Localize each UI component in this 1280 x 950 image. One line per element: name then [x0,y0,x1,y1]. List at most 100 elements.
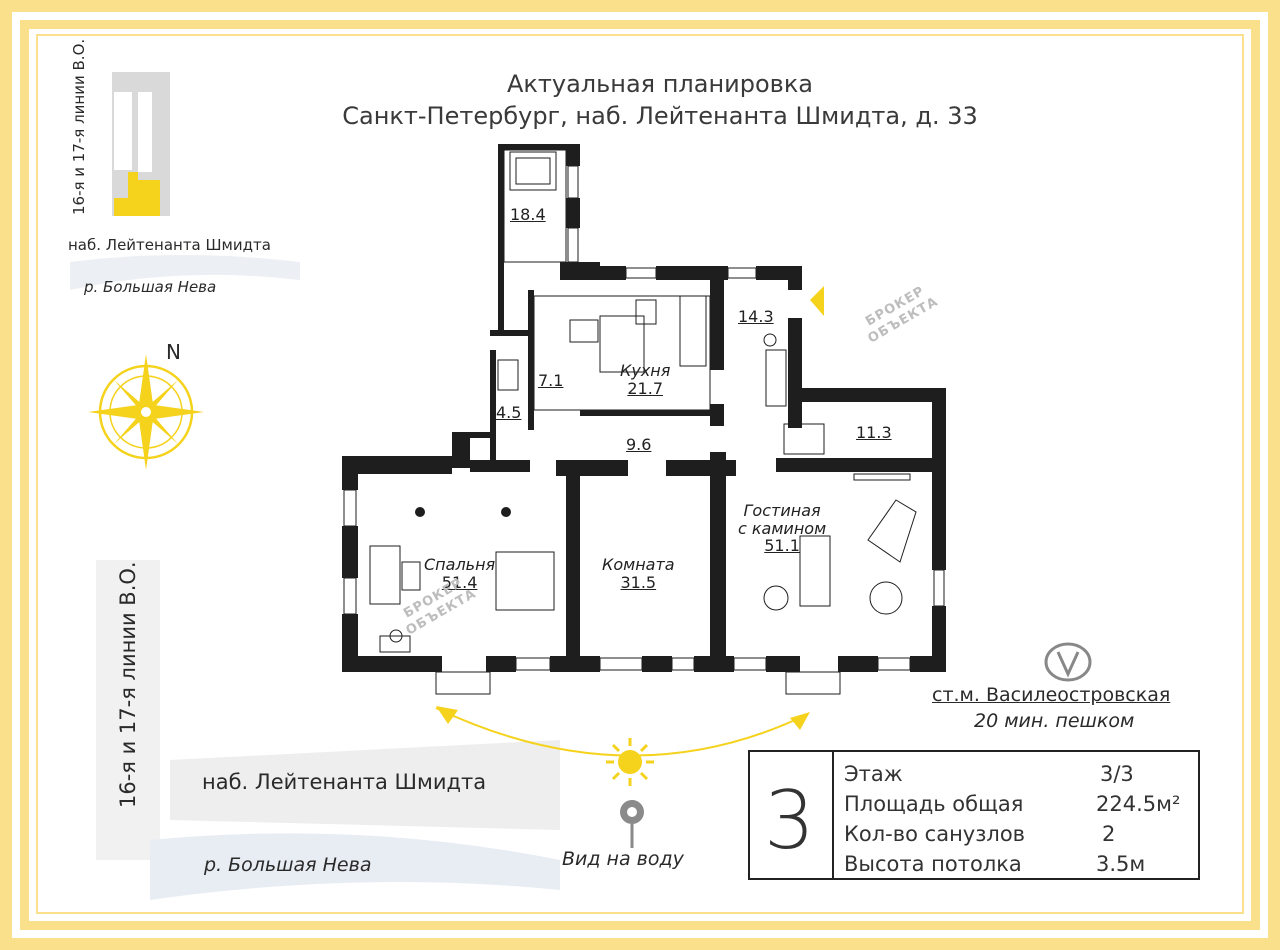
rooms-count: 3 [764,774,815,867]
room-outline [503,149,567,263]
wall-segment [528,290,534,430]
room-area-bathroom: 18.4 [510,206,546,224]
inset-embankment-label: наб. Лейтенанта Шмидта [68,236,271,254]
kitchen-area [533,295,711,411]
room-area-passage: 9.6 [626,436,651,454]
bottom-map [96,560,560,900]
balcony [785,671,841,695]
sun-icon [606,738,654,786]
inset-courtyard [138,92,152,172]
column-dot [501,507,511,517]
kitchen-table [599,315,645,373]
sun-arc [435,706,810,848]
shower-tray-inner [515,157,551,185]
wall-segment [600,266,626,280]
area-value: 31.5 [620,572,657,592]
wall-segment [710,404,724,426]
window [933,569,945,607]
river-band [150,833,560,900]
room-area-corridor: 7.1 [538,372,563,390]
spec-value-bathrooms: 2 [1102,822,1116,846]
area-value: 11.3 [856,423,892,442]
chair-round [389,629,403,643]
plan-windows [343,149,945,695]
title-line-1: Актуальная планировка [506,70,814,98]
wall-segment [452,432,470,468]
metro-walk-time: 20 мин. пешком [974,710,1135,732]
window [733,657,767,671]
spec-label-ceiling: Высота потолка [844,852,1022,876]
wall-segment [656,266,700,280]
area-value: 51.4 [441,572,478,592]
wall-segment [452,432,492,438]
room-area-small-bath: 4.5 [496,404,521,422]
embankment-band [170,740,560,830]
room-name-line2: с камином [738,518,827,538]
bottom-embankment-label: наб. Лейтенанта Шмидта [202,770,487,794]
room-name: Кухня [620,361,671,380]
arc-arrow-left [436,706,458,724]
area-value: 4.5 [496,403,522,422]
wall-segment [700,266,728,280]
wall-segment [470,460,530,472]
piano [867,499,917,563]
metro-icon [1044,642,1092,682]
wall-segment [498,144,504,330]
stairs [783,423,825,455]
specs-box: 3 Этаж 3/3 Площадь общая 224.5м² Кол-во … [748,750,1200,880]
inset-courtyard-2 [114,92,132,170]
wall-segment [642,656,672,672]
wall-segment [412,656,442,672]
plan-furniture-circles [389,333,903,643]
title-line-2: Санкт-Петербург, наб. Лейтенанта Шмидта,… [342,102,978,130]
window [877,657,911,671]
wall-segment [342,526,358,578]
wall-segment [838,656,878,672]
window [625,267,657,279]
window [727,267,757,279]
area-value: 51.1 [764,536,800,556]
spec-value-area: 224.5м² [1096,792,1181,816]
wall-segment [560,262,600,280]
wall-segment [490,330,530,336]
wall-segment [788,266,802,290]
wall-segment [776,458,932,472]
spec-value-floor: 3/3 [1100,762,1134,786]
wall-segment [566,198,580,228]
metro-station: ст.м. Василеостровская [932,684,1171,706]
wall-segment [766,656,800,672]
chair [635,299,657,325]
wall-segment [342,456,452,474]
wall-segment [800,388,946,402]
spec-label-area: Площадь общая [844,792,1024,816]
inset-apartment-marker [114,172,160,216]
view-label: Вид на воду [562,848,684,870]
entrance-arrow-icon [810,286,824,316]
bathtub [497,359,519,391]
window [343,577,357,615]
room-area-hall: 14.3 [738,308,774,326]
area-value: 14.3 [738,307,774,326]
spec-value-ceiling: 3.5м [1096,852,1146,876]
wall-segment [932,388,946,668]
hall-bench [765,349,787,407]
wall-segment [710,280,724,370]
spec-label-floor: Этаж [844,762,903,786]
sofa [679,295,707,367]
location-pin-icon [620,800,644,848]
wall-segment [550,656,600,672]
area-value: 21.7 [627,378,663,398]
area-value: 9.6 [626,435,652,454]
bed [495,551,555,611]
wall-segment [342,656,414,672]
arc-arrow-right [790,712,810,730]
window-gap [932,570,946,606]
balcony [435,671,491,695]
area-value: 7.1 [538,371,564,390]
spec-label-bathrooms: Кол-во санузлов [844,822,1026,846]
wall-segment [342,456,358,490]
wall-segment [566,472,580,658]
area-value: 18.4 [510,205,546,224]
